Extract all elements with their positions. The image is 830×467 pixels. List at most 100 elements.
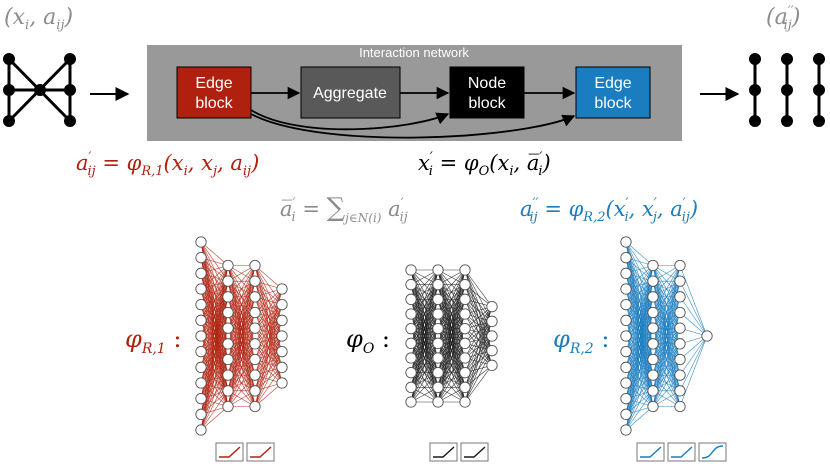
output-label: (a′′ij) (766, 4, 800, 33)
network-edge (679, 312, 708, 337)
network-node (620, 346, 632, 358)
network-edge (625, 281, 654, 431)
network-edge (437, 269, 466, 388)
network-node (432, 396, 444, 408)
network-node (459, 308, 471, 320)
network-edge (464, 284, 493, 307)
network-node (249, 385, 261, 397)
network-node (674, 259, 686, 272)
sigmoid-activation-curve (701, 445, 724, 459)
network-edge (254, 288, 283, 313)
network-edge (652, 343, 681, 407)
relu-activation-icon (246, 442, 275, 462)
network-edge (625, 296, 654, 431)
interaction-network-title: Interaction network (359, 45, 469, 60)
network-edge (200, 265, 229, 305)
network-node (249, 322, 261, 334)
network-edge (227, 265, 256, 298)
network-node (432, 279, 444, 291)
network-edge (410, 269, 439, 329)
network-edge (200, 265, 229, 431)
network-node (620, 393, 632, 405)
network-edge (464, 306, 493, 373)
network-node (276, 346, 288, 358)
relu-activation-icon (667, 442, 696, 462)
network-node (405, 381, 417, 393)
network-node (459, 279, 471, 291)
network-edge (625, 265, 654, 337)
network-edge (652, 374, 681, 407)
network-node (486, 315, 498, 327)
network-node (459, 293, 471, 305)
network-node (195, 252, 207, 264)
network-node (276, 361, 288, 373)
network-edge (200, 406, 229, 431)
network-edge (200, 265, 229, 337)
network-edge (679, 335, 708, 391)
network-node (459, 337, 471, 349)
network-node (647, 385, 659, 397)
network-edge (227, 265, 256, 407)
network-node (647, 291, 659, 303)
network-edge (227, 265, 256, 313)
network-node (249, 291, 261, 303)
network-edge (200, 241, 229, 266)
network-edge (464, 306, 493, 329)
network-node (195, 283, 207, 295)
network-label-phi-o: φO : (346, 325, 390, 357)
network-node (459, 381, 471, 393)
network-node (195, 393, 207, 405)
network-edge (410, 357, 439, 403)
network-node (195, 346, 207, 358)
network-node (620, 424, 632, 436)
network-node (195, 330, 207, 342)
network-edge (410, 372, 439, 403)
network-node (432, 323, 444, 335)
network-node (405, 396, 417, 408)
relu-activation-curve (640, 446, 662, 458)
relu-activation-icon (215, 442, 244, 462)
network-node (432, 367, 444, 379)
aggregate-block-label: Aggregate (313, 85, 387, 102)
network-edge (464, 365, 493, 403)
network-edge (652, 265, 681, 407)
relu-activation-curve (464, 446, 486, 458)
network-node (459, 352, 471, 364)
network-edge (200, 265, 229, 384)
network-node (276, 377, 288, 389)
network-edge (200, 390, 229, 431)
output-graph-icon (749, 53, 825, 127)
network-edge (652, 265, 681, 329)
network-edge (410, 284, 439, 403)
network-node (195, 236, 207, 248)
network-node (459, 323, 471, 335)
network-node (249, 306, 261, 319)
network-edge (200, 312, 229, 431)
activations-phi-r1 (215, 442, 275, 462)
network-edge (437, 284, 466, 403)
network-node (195, 314, 207, 326)
network-edge (679, 335, 708, 407)
network-node (674, 338, 686, 350)
network-edge (254, 382, 283, 407)
network-node (647, 275, 659, 287)
network-edge (437, 269, 466, 403)
network-node (674, 353, 686, 366)
network-node (486, 359, 498, 371)
network-edge (437, 269, 466, 315)
network-edge (437, 372, 466, 403)
network-edge (652, 265, 681, 391)
network-edge (437, 357, 466, 403)
network-edge (200, 265, 229, 321)
network-label-phi-r2: φR,2 : (553, 325, 609, 357)
network-edge (625, 265, 654, 321)
network-node (249, 259, 261, 272)
edge-block-line2: block (195, 95, 233, 112)
network-edge (679, 335, 708, 360)
network-edge (200, 296, 229, 431)
network-edge (464, 306, 493, 344)
network-node (222, 259, 234, 272)
network-node (674, 306, 686, 319)
network-node (276, 314, 288, 326)
block-arrows (250, 86, 576, 139)
